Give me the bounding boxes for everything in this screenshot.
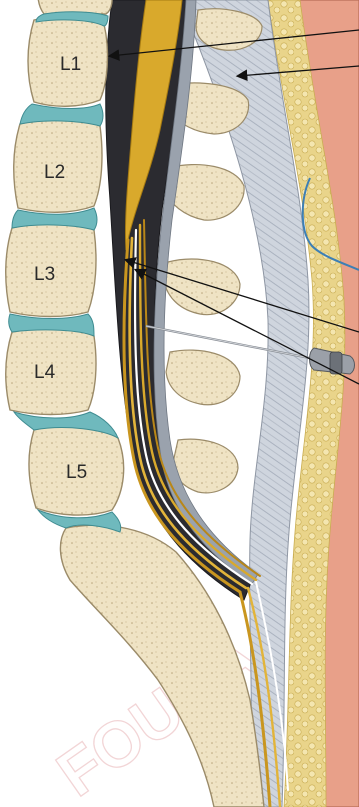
spinous-process-3 [164, 259, 240, 315]
spinous-process-4 [166, 350, 240, 405]
vertebra-label-l3: L3 [34, 264, 55, 285]
vertebra-label-l2: L2 [44, 162, 65, 183]
spinous-process-5 [174, 439, 238, 493]
vertebra-label-l4: L4 [34, 362, 56, 383]
vertebra-label-l5: L5 [66, 462, 87, 483]
vertebra-label-l1: L1 [60, 54, 81, 75]
